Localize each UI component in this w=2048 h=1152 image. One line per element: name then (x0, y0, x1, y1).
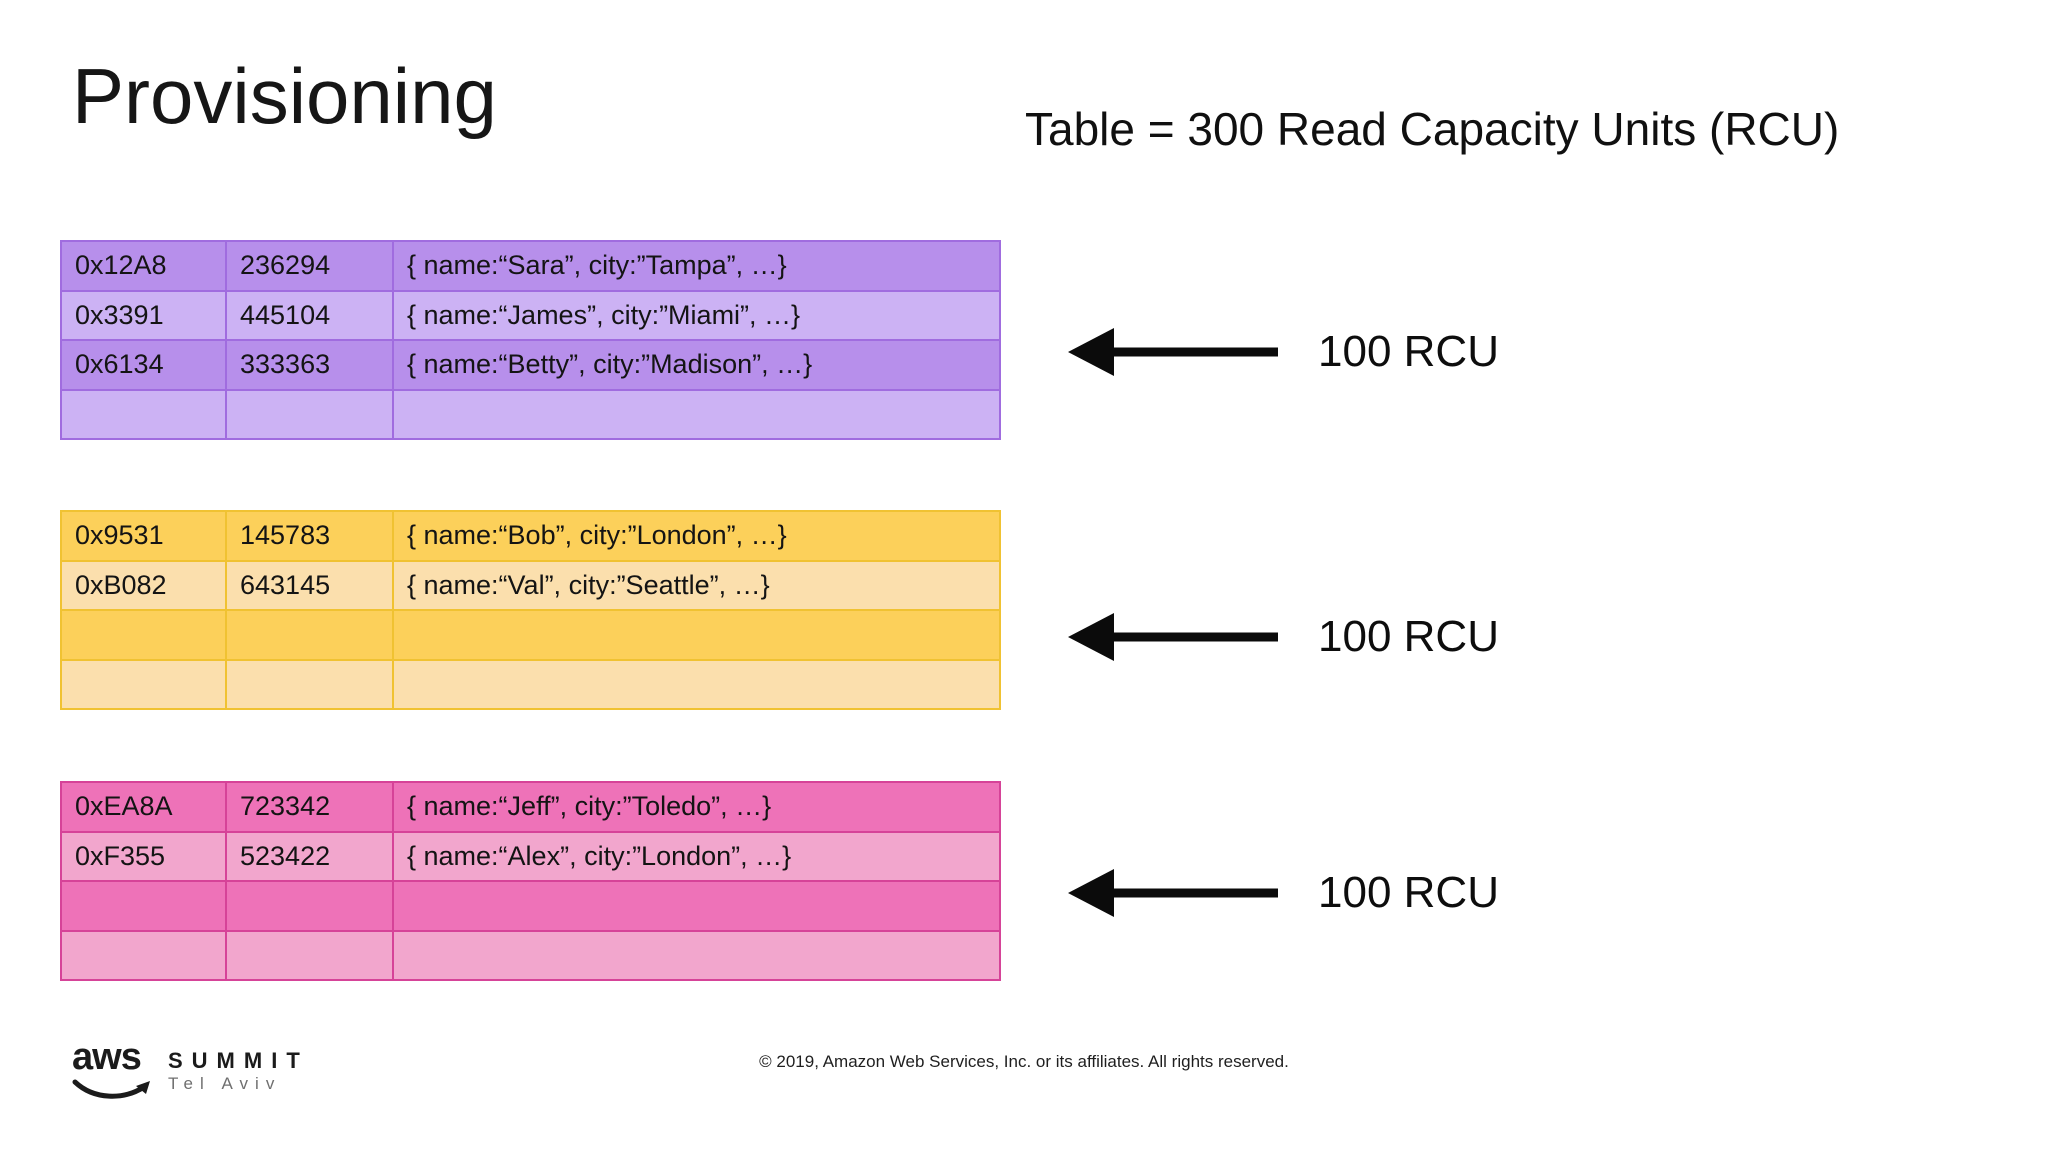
table-cell: 445104 (227, 291, 392, 339)
table-cell: { name:“Val”, city:”Seattle”, …} (394, 561, 999, 609)
table-capacity-heading: Table = 300 Read Capacity Units (RCU) (1025, 103, 1840, 155)
table-cell: 0xF355 (62, 832, 225, 880)
table-cell (62, 931, 225, 979)
summit-location-label: Tel Aviv (168, 1074, 282, 1093)
table-cell: 0xEA8A (62, 783, 225, 831)
copyright-text: © 2019, Amazon Web Services, Inc. or its… (759, 1052, 1289, 1071)
partition-table-2: 0x9531 145783 { name:“Bob”, city:”London… (60, 510, 1001, 710)
table-cell (394, 390, 999, 438)
table-cell: { name:“Betty”, city:”Madison”, …} (394, 341, 999, 389)
table-cell: { name:“Bob”, city:”London”, …} (394, 512, 999, 560)
rcu-annotation-3: 100 RCU (1066, 863, 1499, 923)
left-arrow-icon (1066, 867, 1278, 919)
aws-smile-icon (72, 1079, 150, 1099)
partition-table-3: 0xEA8A 723342 { name:“Jeff”, city:”Toled… (60, 781, 1001, 981)
table-cell: 723342 (227, 783, 392, 831)
table-cell: 0x6134 (62, 341, 225, 389)
aws-logo-text: aws (72, 1036, 142, 1078)
rcu-label: 100 RCU (1318, 612, 1499, 661)
rcu-label: 100 RCU (1318, 868, 1499, 917)
table-cell (227, 611, 392, 659)
table-cell (62, 390, 225, 438)
page-title: Provisioning (72, 52, 497, 140)
table-cell: 0x12A8 (62, 242, 225, 290)
table-cell: { name:“Jeff”, city:”Toledo”, …} (394, 783, 999, 831)
table-cell: 236294 (227, 242, 392, 290)
table-cell (227, 660, 392, 708)
table-cell (62, 660, 225, 708)
left-arrow-icon (1066, 611, 1278, 663)
rcu-annotation-1: 100 RCU (1066, 322, 1499, 382)
aws-logo: aws (72, 1038, 152, 1107)
table-cell: { name:“Alex”, city:”London”, …} (394, 832, 999, 880)
table-cell (227, 931, 392, 979)
table-cell (394, 611, 999, 659)
partition-table-1: 0x12A8 236294 { name:“Sara”, city:”Tampa… (60, 240, 1001, 440)
table-cell: 0x3391 (62, 291, 225, 339)
table-cell: 643145 (227, 561, 392, 609)
table-cell (227, 390, 392, 438)
table-cell: 333363 (227, 341, 392, 389)
table-cell (394, 660, 999, 708)
table-cell: { name:“James”, city:”Miami”, …} (394, 291, 999, 339)
table-cell (394, 882, 999, 930)
left-arrow-icon (1066, 326, 1278, 378)
table-cell (394, 931, 999, 979)
table-cell (227, 882, 392, 930)
table-cell: 0x9531 (62, 512, 225, 560)
rcu-label: 100 RCU (1318, 327, 1499, 376)
table-cell: 145783 (227, 512, 392, 560)
table-cell (62, 882, 225, 930)
table-cell: { name:“Sara”, city:”Tampa”, …} (394, 242, 999, 290)
table-cell: 523422 (227, 832, 392, 880)
rcu-annotation-2: 100 RCU (1066, 607, 1499, 667)
table-cell (62, 611, 225, 659)
summit-label: SUMMIT (168, 1048, 309, 1073)
table-cell: 0xB082 (62, 561, 225, 609)
